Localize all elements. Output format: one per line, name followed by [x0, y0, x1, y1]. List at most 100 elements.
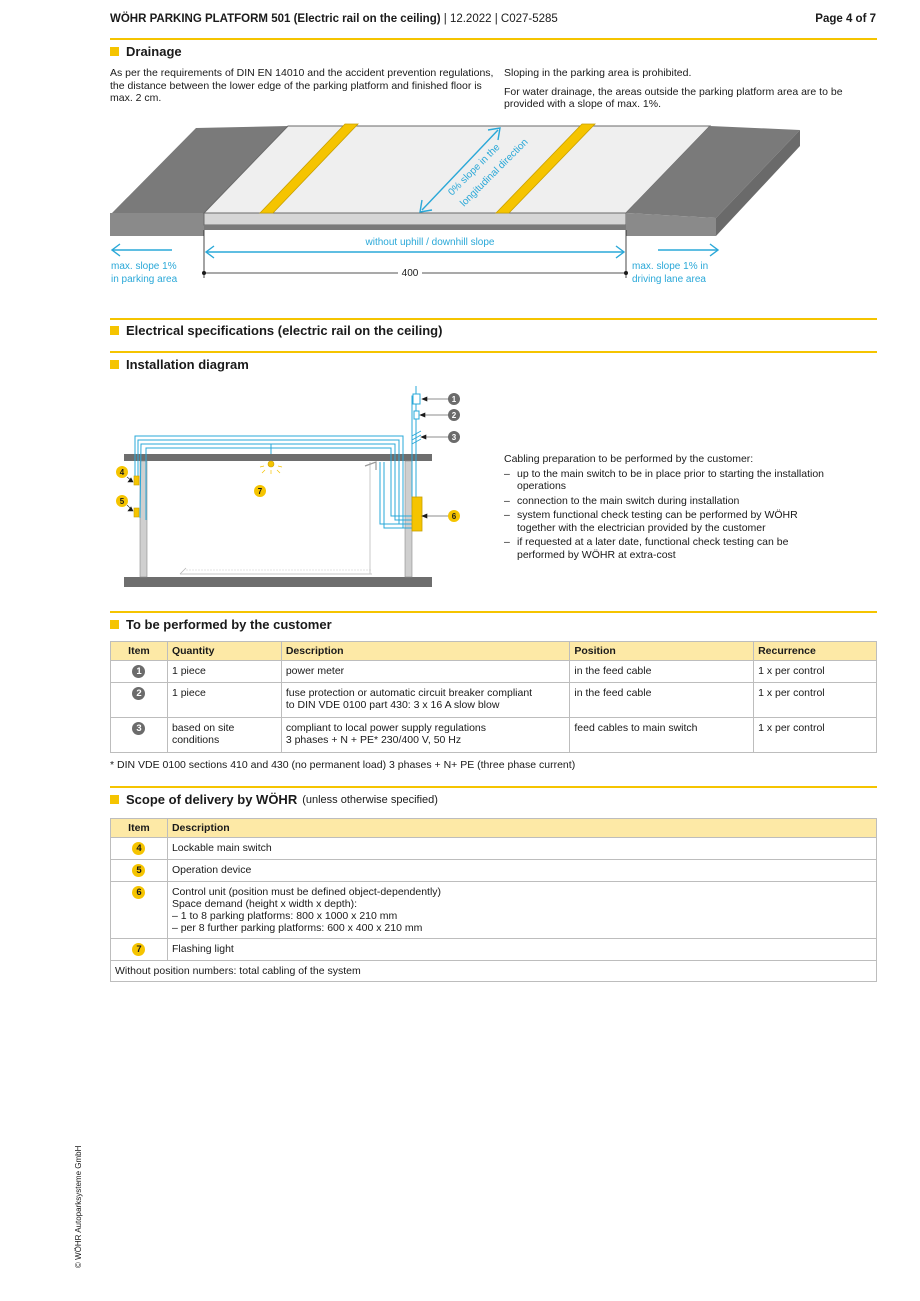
- label-bg: [355, 236, 505, 248]
- drainage-left-text: As per the requirements of DIN EN 14010 …: [110, 67, 494, 104]
- rail-right: [495, 123, 596, 214]
- item-cell: 7: [110, 938, 168, 961]
- marker-2-icon: [448, 409, 460, 421]
- divider: [110, 38, 877, 40]
- bullet-square-icon: [110, 360, 119, 369]
- col-header: Item: [110, 818, 168, 838]
- description-cell: compliant to local power supply regulati…: [280, 717, 571, 753]
- description-cell: Control unit (position must be defined o…: [166, 881, 878, 939]
- table-row: 4 Lockable main switch: [110, 837, 878, 860]
- item-cell: 6: [110, 881, 168, 939]
- ceiling-beam: [124, 454, 432, 461]
- floor-slab: [124, 577, 432, 587]
- marker-6-icon: [448, 510, 460, 522]
- dim-dot: [202, 271, 206, 275]
- left-ramp-side: [110, 213, 204, 236]
- section-drainage-title: Drainage: [110, 44, 182, 59]
- divider: [110, 786, 877, 788]
- left-ramp: [112, 126, 288, 213]
- cabling: [134, 386, 417, 529]
- arrowhead-icon: [487, 127, 501, 141]
- drainage-right-text: Sloping in the parking area is prohibite…: [504, 67, 843, 110]
- marker-6-label: 6: [452, 512, 457, 521]
- list-item: if requested at a later date, functional…: [504, 536, 834, 561]
- right-ramp-end: [716, 130, 800, 236]
- right-ramp-side: [626, 213, 716, 236]
- post-left: [139, 460, 148, 578]
- quantity-cell: 1 piece: [166, 682, 282, 718]
- doc-title: WÖHR PARKING PLATFORM 501 (Electric rail…: [110, 13, 441, 25]
- item-cell: 2: [110, 682, 168, 718]
- flashing-light: [267, 460, 275, 468]
- scope-table: Item Description 4 Lockable main switch …: [110, 818, 878, 982]
- arrowhead-icon: [615, 245, 626, 259]
- section-subtitle: (unless otherwise specified): [302, 793, 438, 806]
- item-cell: 5: [110, 859, 168, 882]
- description-cell: Lockable main switch: [166, 837, 878, 860]
- cabling-list: up to the main switch to be in place pri…: [504, 468, 834, 562]
- markers: 1 2 3 4 5 6 7: [116, 393, 460, 522]
- cabling-intro: Cabling preparation to be performed by t…: [504, 453, 754, 465]
- marker-1-icon: [448, 393, 460, 405]
- platform-line: [179, 567, 187, 575]
- recurrence-cell: 1 x per control: [753, 717, 877, 753]
- section-customer-title: To be performed by the customer: [110, 617, 332, 632]
- doc-meta: | 12.2022 | C027-5285: [440, 13, 558, 25]
- position-cell: feed cables to main switch: [569, 717, 755, 753]
- table-header-row: Item Description: [110, 818, 878, 838]
- arrowhead-icon: [204, 245, 215, 259]
- item-number-badge: 1: [132, 665, 146, 678]
- installation-diagram: 1 2 3 4 5 6 7: [116, 386, 460, 587]
- description-cell: Operation device: [166, 859, 878, 882]
- marker-3-icon: [448, 431, 460, 443]
- table-row: 5 Operation device: [110, 859, 878, 882]
- label-bg: [398, 267, 422, 279]
- marker-4-label: 4: [120, 468, 125, 477]
- item-number-badge: 4: [132, 842, 146, 855]
- position-cell: in the feed cable: [569, 682, 755, 718]
- footer-cell: Without position numbers: total cabling …: [110, 960, 877, 982]
- table-row: 2 1 piece fuse protection or automatic c…: [110, 682, 877, 718]
- col-header: Item: [110, 641, 168, 661]
- control-unit: [411, 496, 423, 532]
- footnote: * DIN VDE 0100 sections 410 and 430 (no …: [110, 759, 576, 771]
- item-cell: 4: [110, 837, 168, 860]
- horizontal-label: without uphill / downhill slope: [365, 237, 495, 248]
- bullet-square-icon: [110, 620, 119, 629]
- table-footer-row: Without position numbers: total cabling …: [110, 960, 877, 982]
- post-right: [404, 460, 413, 578]
- bullet-square-icon: [110, 47, 119, 56]
- right-ramp: [626, 126, 800, 218]
- left-label-1: max. slope 1%: [111, 261, 177, 272]
- marker-2-label: 2: [452, 411, 457, 420]
- dim-dot: [624, 271, 628, 275]
- marker-5-icon: [116, 495, 128, 507]
- fuse-symbol: [413, 410, 420, 420]
- customer-table: Item Quantity Description Position Recur…: [110, 641, 877, 753]
- power-meter-symbol: [412, 393, 421, 405]
- arrowhead-icon: [419, 199, 433, 213]
- bullet-square-icon: [110, 795, 119, 804]
- marker-7-icon: [254, 485, 266, 497]
- rail-left: [259, 123, 359, 214]
- item-cell: 3: [110, 717, 168, 753]
- marker-5-label: 5: [120, 497, 125, 506]
- marker-1-label: 1: [452, 395, 457, 404]
- item-number-badge: 5: [132, 864, 146, 877]
- list-item: up to the main switch to be in place pri…: [504, 468, 834, 493]
- marker-3-label: 3: [452, 433, 457, 442]
- item-number-badge: 6: [132, 886, 146, 899]
- item-number-badge: 7: [132, 943, 146, 956]
- item-number-badge: 2: [132, 687, 146, 700]
- right-label-1: max. slope 1% in: [632, 261, 708, 272]
- operation-device: [133, 507, 140, 518]
- right-label-2: driving lane area: [632, 274, 706, 285]
- divider: [110, 318, 877, 320]
- col-header: Description: [166, 818, 878, 838]
- drainage-diagram: 0% slope in the longitudinal direction w…: [110, 123, 800, 285]
- platform-base: [204, 225, 626, 230]
- table-row: 3 based on site conditions compliant to …: [110, 717, 877, 753]
- slope-arrow: [421, 129, 499, 211]
- arrowhead-icon: [110, 243, 121, 257]
- rail-icon: [364, 461, 377, 470]
